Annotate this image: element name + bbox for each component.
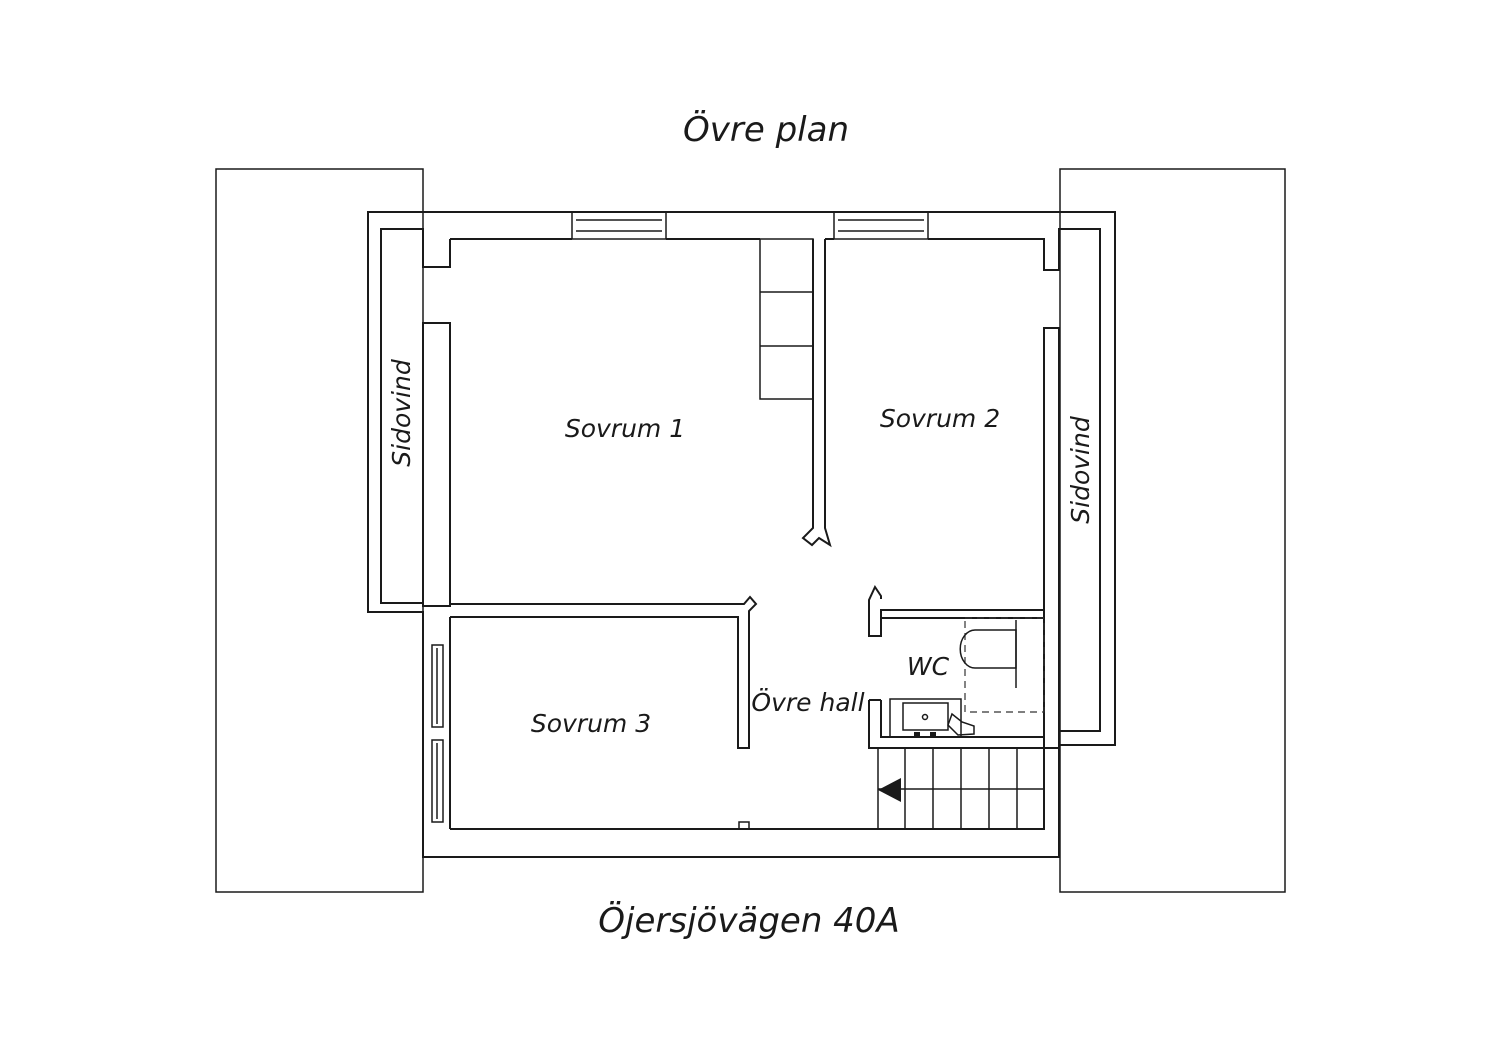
window-left-upper: [431, 644, 444, 728]
wall-attic-right-inner: [1043, 327, 1060, 749]
wardrobe: [759, 238, 814, 400]
address-label: Öjersjövägen 40A: [598, 900, 899, 941]
wall-bedroom1-bedroom2: [801, 239, 832, 548]
bottom-wall-marker: [738, 821, 750, 830]
window-top-right: [833, 211, 929, 240]
outer-wall: [367, 211, 1116, 858]
room-label-upper-hall: Övre hall: [751, 688, 864, 717]
room-label-bedroom-1: Sovrum 1: [565, 414, 685, 443]
staircase: [877, 747, 1045, 830]
wall-wc: [868, 700, 1044, 749]
room-label-side-attic-left: Sidovind: [387, 359, 416, 467]
window-left-lower: [431, 739, 444, 823]
wall-bedroom2-lower: [868, 328, 1045, 637]
room-label-side-attic-right: Sidovind: [1066, 416, 1095, 524]
wall-bedroom1-bedroom3: [450, 595, 758, 749]
room-label-wc: WC: [907, 652, 950, 681]
wall-wc-edge: [880, 700, 1044, 738]
toilet-icon: [959, 617, 1045, 713]
window-top-left: [571, 211, 667, 240]
room-label-bedroom-3: Sovrum 3: [531, 709, 651, 738]
neighbour-house-left: [215, 168, 424, 893]
neighbour-house-right: [1059, 168, 1286, 893]
wall-attic-left: [422, 322, 451, 607]
floor-title: Övre plan: [683, 109, 849, 150]
room-label-bedroom-2: Sovrum 2: [880, 404, 1000, 433]
sink-icon: [889, 698, 975, 738]
arrow-left-icon: [878, 778, 901, 802]
